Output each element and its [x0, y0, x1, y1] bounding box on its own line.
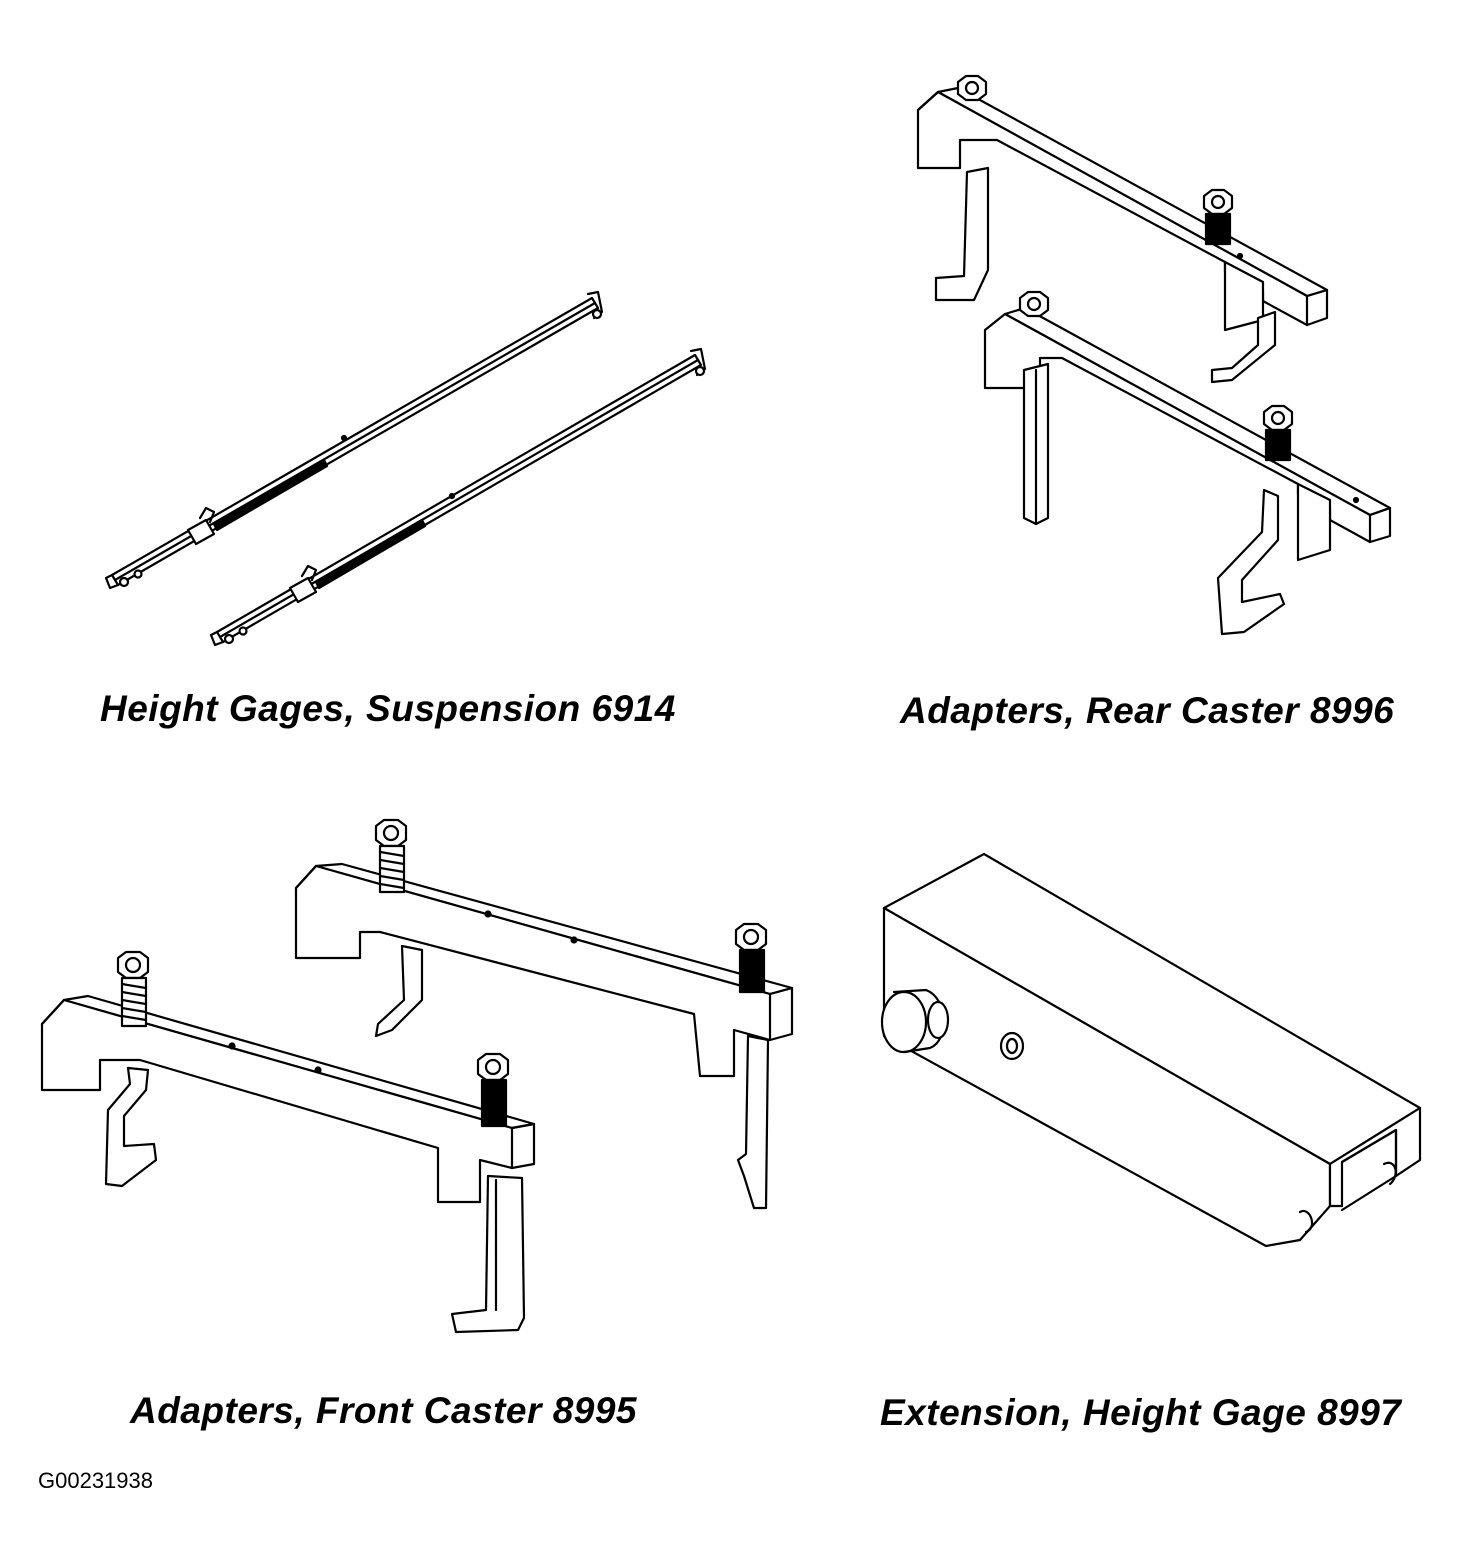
height-gages-illustration [106, 292, 705, 645]
figure-caption: Height Gages, Suspension 6914 [100, 688, 676, 729]
height-gage-extension-illustration [882, 854, 1420, 1246]
height-gage-rod-1 [106, 292, 602, 588]
figure-id: G00231938 [38, 1468, 153, 1493]
front-caster-adapter-rear [296, 820, 792, 1208]
rear-caster-adapter-upper [918, 76, 1327, 382]
rear-caster-adapters-illustration [918, 76, 1390, 634]
front-caster-adapters-illustration [42, 820, 792, 1332]
rear-caster-adapter-lower [985, 292, 1390, 634]
figure-caption: Adapters, Rear Caster 8996 [900, 690, 1395, 731]
front-caster-adapter-front [42, 952, 534, 1332]
height-gage-rod-2 [211, 349, 705, 645]
figure-caption: Extension, Height Gage 8997 [880, 1392, 1402, 1433]
figure-caption: Adapters, Front Caster 8995 [130, 1390, 638, 1431]
